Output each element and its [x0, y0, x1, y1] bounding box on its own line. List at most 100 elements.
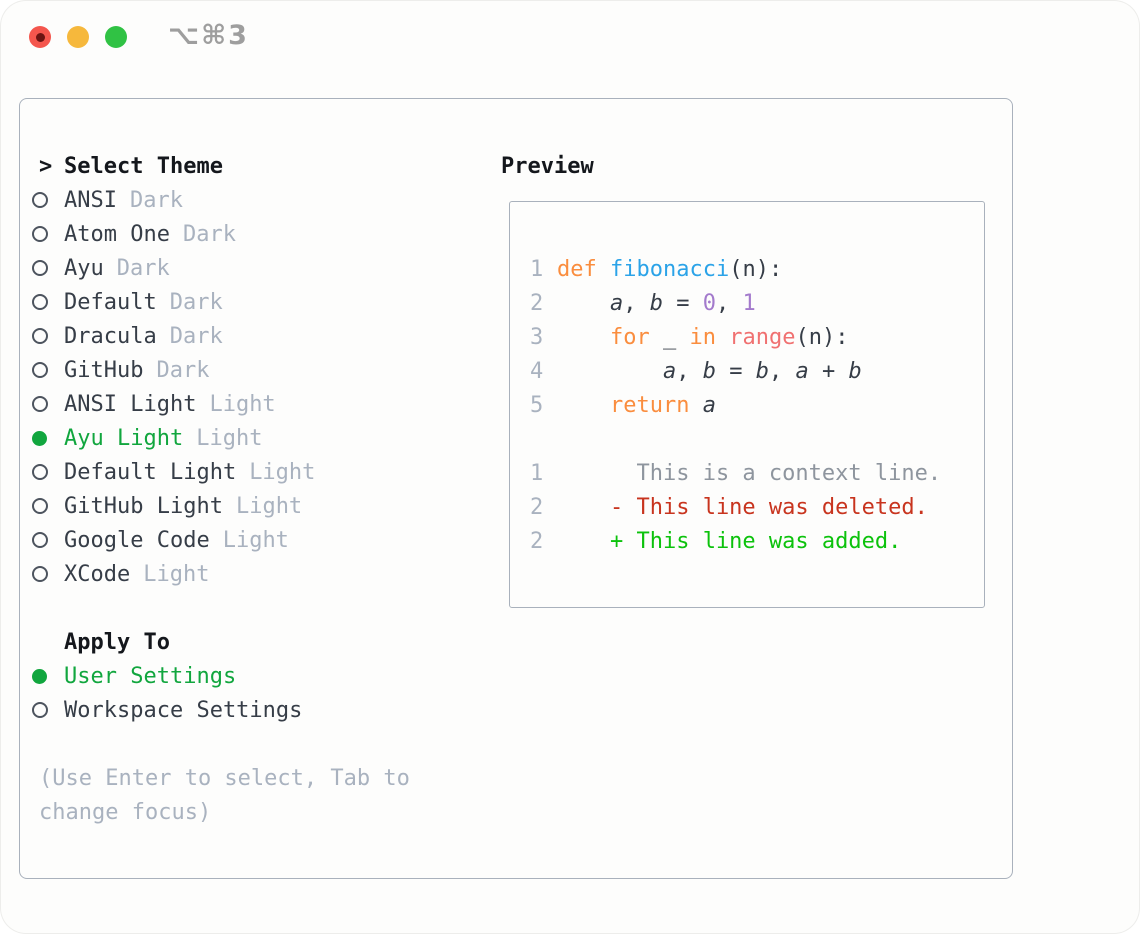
- theme-option[interactable]: Google Code Light: [32, 523, 410, 557]
- zoom-button[interactable]: [105, 26, 127, 48]
- code-token: +: [808, 358, 849, 384]
- code-token: a: [662, 358, 677, 384]
- apply-option-label: Workspace Settings: [64, 697, 303, 723]
- code-token: a: [702, 392, 716, 418]
- code-token: 1: [742, 290, 756, 316]
- radio-circle: [32, 294, 48, 310]
- code-token: [597, 257, 610, 282]
- theme-variant-tag: Light: [209, 391, 276, 417]
- code-token: + This line was added.: [557, 528, 902, 554]
- theme-option-label: Atom One: [64, 221, 170, 247]
- code-preview: 1 def fibonacci(n): 2 a, b = 0, 1 3 for _ i…: [530, 252, 941, 558]
- apply-to-header: Apply To: [32, 625, 410, 659]
- code-token: [557, 325, 610, 350]
- close-dot-icon: [35, 32, 45, 42]
- code-token: in: [689, 324, 716, 350]
- theme-variant-tag: Dark: [156, 357, 210, 383]
- code-token: a: [609, 290, 624, 316]
- code-text: - This line was deleted.: [557, 495, 928, 520]
- close-button[interactable]: [29, 26, 51, 48]
- theme-variant-tag: Light: [235, 493, 303, 519]
- code-token: [716, 325, 729, 350]
- radio-icon: [32, 702, 64, 718]
- radio-circle: [32, 498, 48, 514]
- theme-variant-tag: Dark: [116, 255, 170, 281]
- line-number: 3: [530, 324, 544, 350]
- line-number: 1: [530, 256, 544, 282]
- theme-variant-tag: Dark: [129, 187, 183, 213]
- radio-circle: [32, 464, 48, 480]
- apply-to-title: Apply To: [64, 629, 170, 655]
- theme-option[interactable]: Ayu Dark: [32, 251, 410, 285]
- code-token: [557, 291, 610, 316]
- radio-circle: [32, 566, 48, 582]
- theme-option-label: Default Light: [64, 459, 237, 485]
- radio-circle: [32, 430, 47, 446]
- line-number: 4: [530, 358, 544, 384]
- apply-option-label: User Settings: [64, 663, 237, 689]
- code-token: [557, 359, 663, 384]
- code-token: ,: [768, 358, 796, 384]
- radio-icon: [32, 260, 64, 276]
- cursor-prefix-icon: >: [39, 153, 53, 179]
- minimize-button[interactable]: [67, 26, 89, 48]
- code-token: - This line was deleted.: [557, 494, 928, 520]
- theme-option[interactable]: Default Light Light: [32, 455, 410, 489]
- code-token: =: [715, 358, 756, 384]
- select-theme-header: >Select Theme: [32, 149, 410, 183]
- line-number: 5: [530, 392, 544, 418]
- apply-option[interactable]: User Settings: [32, 659, 410, 693]
- code-token: ,: [676, 358, 703, 384]
- radio-circle: [32, 668, 47, 684]
- hint-line-1: (Use Enter to select, Tab to: [39, 765, 410, 791]
- theme-option-label: Google Code: [64, 527, 210, 553]
- code-line: 2 + This line was added.: [530, 524, 941, 558]
- hint-line-2: change focus): [39, 799, 212, 825]
- code-token: 0: [702, 290, 716, 316]
- code-token: ,: [623, 290, 650, 316]
- apply-option[interactable]: Workspace Settings: [32, 693, 410, 727]
- line-number: 2: [530, 290, 544, 316]
- code-text: This is a context line.: [557, 461, 941, 486]
- code-line: 4 a, b = b, a + b: [530, 354, 941, 388]
- code-token: b: [848, 358, 862, 384]
- theme-variant-tag: Light: [222, 527, 289, 553]
- code-line: 2 a, b = 0, 1: [530, 286, 941, 320]
- code-line: 2 - This line was deleted.: [530, 490, 941, 524]
- theme-variant-tag: Light: [249, 459, 316, 485]
- radio-icon: [32, 226, 64, 242]
- radio-circle: [32, 396, 48, 412]
- code-token: return: [609, 392, 690, 418]
- line-number: 1: [530, 460, 544, 486]
- code-text: for _ in range(n):: [557, 325, 848, 350]
- code-text: return a: [557, 393, 716, 418]
- radio-circle: [32, 192, 48, 208]
- code-token: (n):: [729, 256, 783, 282]
- theme-option-label: Ayu: [64, 255, 104, 281]
- code-token: ,: [715, 290, 743, 316]
- radio-circle: [32, 328, 48, 344]
- code-token: fibonacci: [610, 256, 730, 282]
- radio-icon: [32, 498, 64, 514]
- radio-icon: [32, 464, 64, 480]
- radio-icon: [32, 192, 64, 208]
- radio-icon: [32, 566, 64, 582]
- radio-icon: [32, 396, 64, 412]
- code-line: 1 def fibonacci(n):: [530, 252, 941, 286]
- theme-variant-tag: Light: [196, 425, 263, 451]
- code-text: a, b = b, a + b: [557, 359, 862, 384]
- code-text: def fibonacci(n):: [557, 257, 782, 282]
